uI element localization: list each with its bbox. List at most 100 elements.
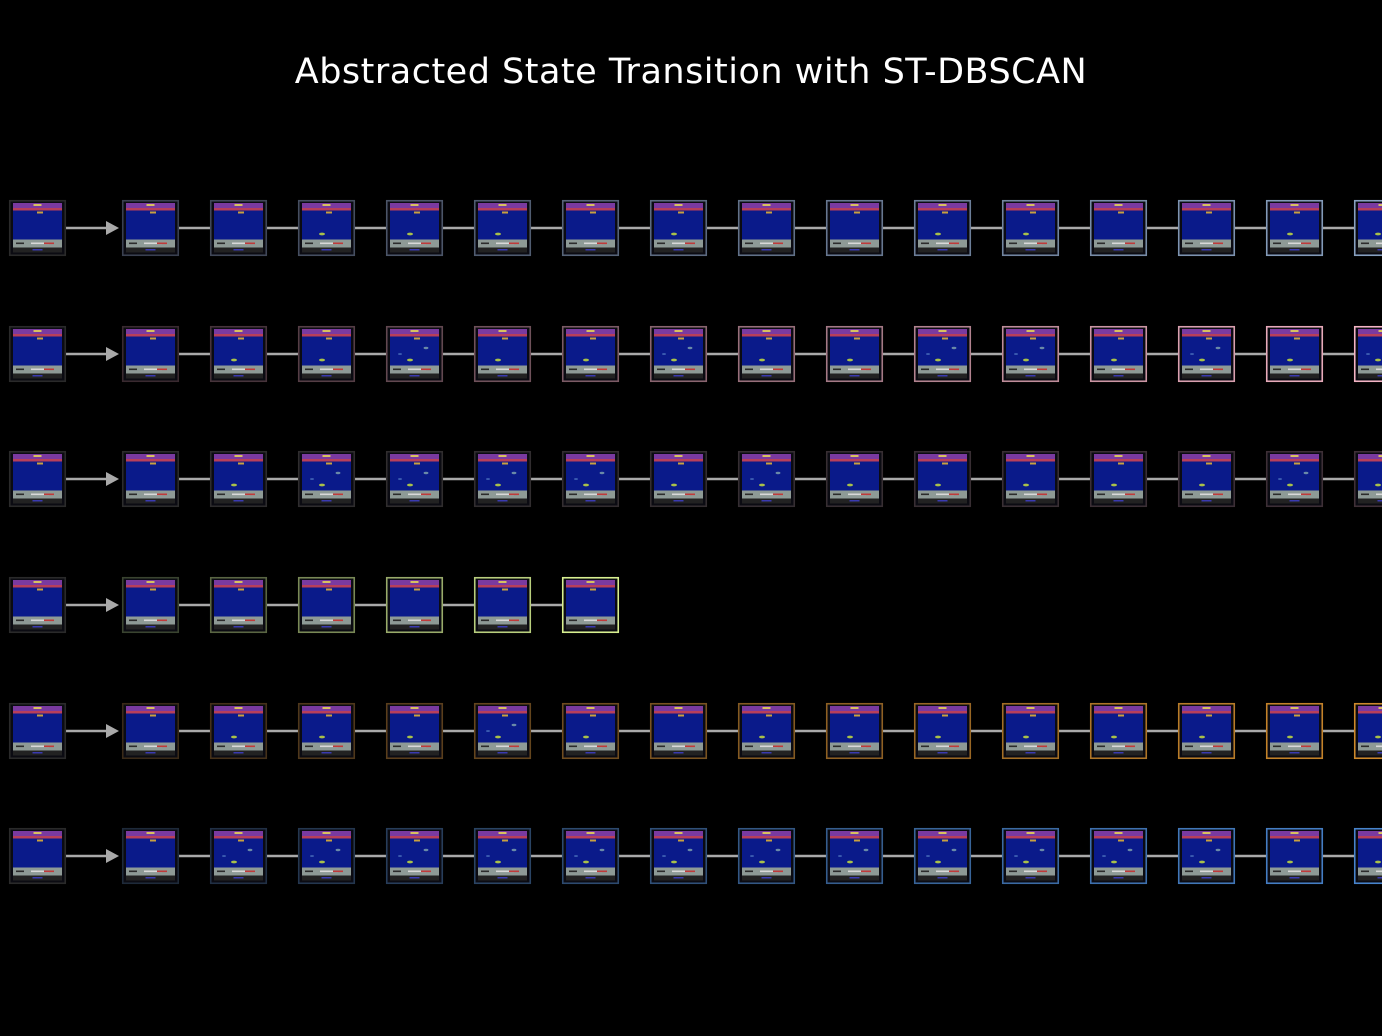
frame-enemy xyxy=(319,232,325,236)
frame-bottom-mark xyxy=(32,500,43,502)
frame-oxygen-red xyxy=(1125,745,1135,748)
frame-enemy xyxy=(1014,353,1018,355)
frame-enemy xyxy=(935,232,941,236)
frame-top-bar xyxy=(918,329,967,336)
frame-enemy xyxy=(1102,855,1106,857)
state-frame xyxy=(385,325,444,383)
frame-oxygen-label xyxy=(1097,870,1105,873)
state-frame xyxy=(1089,199,1148,257)
frame-sea xyxy=(390,461,439,491)
frame-enemy xyxy=(935,483,941,487)
state-frame xyxy=(1177,827,1236,885)
frame-oxygen-bar xyxy=(320,242,338,245)
start-state-frame xyxy=(8,576,67,634)
frame-bottom-mark xyxy=(1289,375,1300,377)
frame-band xyxy=(1006,711,1055,714)
frame-oxygen-red xyxy=(157,745,167,748)
frame-top-bar xyxy=(126,706,175,713)
frame-sea xyxy=(126,336,175,366)
frame-player-sub xyxy=(326,588,332,591)
frame-oxygen-bar xyxy=(1200,870,1218,873)
frame-sea xyxy=(1006,336,1055,366)
state-frame xyxy=(913,450,972,508)
frame-enemy xyxy=(1127,848,1133,852)
frame-oxygen-label xyxy=(129,619,137,622)
frame-oxygen-label xyxy=(921,745,929,748)
frame-oxygen-bar xyxy=(584,368,602,371)
frame-enemy xyxy=(1375,232,1381,236)
frame-enemy xyxy=(1287,483,1293,487)
frame-score xyxy=(674,832,683,834)
frame-score xyxy=(33,455,42,457)
frame-score xyxy=(410,455,419,457)
frame-score xyxy=(234,707,243,709)
frame-oxygen-label xyxy=(217,368,225,371)
frame-oxygen-label xyxy=(921,493,929,496)
frame-enemy xyxy=(1111,735,1117,739)
frame-sea xyxy=(1270,336,1319,366)
frame-band xyxy=(390,208,439,211)
frame-oxygen-bar xyxy=(232,242,250,245)
frame-player-sub xyxy=(1294,211,1300,214)
frame-player-sub xyxy=(678,337,684,340)
frame-oxygen-label xyxy=(393,242,401,245)
frame-player-sub xyxy=(1206,462,1212,465)
frame-oxygen-red xyxy=(245,242,255,245)
frame-oxygen-red xyxy=(949,242,959,245)
frame-oxygen-bar xyxy=(496,745,514,748)
frame-oxygen-red xyxy=(509,619,519,622)
frame-enemy xyxy=(1287,232,1293,236)
frame-oxygen-label xyxy=(305,493,313,496)
frame-enemy xyxy=(407,735,413,739)
frame-band xyxy=(566,208,615,211)
frame-sea xyxy=(302,210,351,240)
frame-oxygen-label xyxy=(1361,368,1369,371)
frame-player-sub xyxy=(590,211,596,214)
frame-enemy xyxy=(662,855,666,857)
frame-sea xyxy=(1006,461,1055,491)
frame-oxygen-bar xyxy=(408,870,426,873)
frame-oxygen-bar xyxy=(1024,368,1042,371)
frame-enemy xyxy=(407,358,413,362)
state-frame xyxy=(1353,325,1382,383)
frame-player-sub xyxy=(150,337,156,340)
frame-bottom-mark xyxy=(1289,877,1300,879)
frame-oxygen-bar xyxy=(320,870,338,873)
frame-player-sub xyxy=(37,337,43,340)
frame-oxygen-bar xyxy=(144,242,162,245)
frame-top-bar xyxy=(1270,329,1319,336)
frame-player-sub xyxy=(678,839,684,842)
frame-oxygen-red xyxy=(1301,493,1311,496)
frame-band xyxy=(478,836,527,839)
frame-oxygen-bar xyxy=(1112,870,1130,873)
frame-band xyxy=(126,836,175,839)
frame-top-bar xyxy=(566,203,615,210)
frame-top-bar xyxy=(1006,706,1055,713)
frame-oxygen-bar xyxy=(144,493,162,496)
frame-oxygen-bar xyxy=(936,368,954,371)
frame-oxygen-red xyxy=(685,493,695,496)
frame-sea xyxy=(214,838,263,868)
frame-enemy xyxy=(687,848,693,852)
frame-sea xyxy=(478,461,527,491)
frame-bottom-mark xyxy=(321,877,332,879)
frame-top-bar xyxy=(390,454,439,461)
frame-sea xyxy=(478,713,527,743)
frame-oxygen-bar xyxy=(760,368,778,371)
frame-top-bar xyxy=(302,454,351,461)
state-frame xyxy=(121,827,180,885)
frame-oxygen-label xyxy=(1273,493,1281,496)
frame-band xyxy=(1006,208,1055,211)
frame-band xyxy=(1094,459,1143,462)
frame-oxygen-red xyxy=(1125,368,1135,371)
frame-oxygen-label xyxy=(1361,745,1369,748)
frame-player-sub xyxy=(326,337,332,340)
frame-enemy xyxy=(1287,358,1293,362)
frame-sea xyxy=(1270,838,1319,868)
frame-player-sub xyxy=(414,839,420,842)
frame-top-bar xyxy=(654,203,703,210)
frame-sea xyxy=(566,336,615,366)
frame-bottom-mark xyxy=(1113,877,1124,879)
frame-bottom-mark xyxy=(321,249,332,251)
frame-player-sub xyxy=(766,714,772,717)
